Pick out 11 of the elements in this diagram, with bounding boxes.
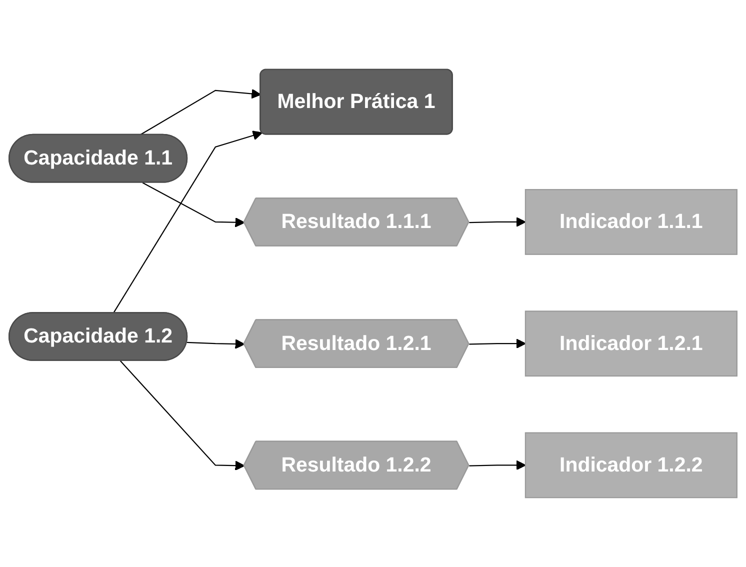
- arrow: [469, 460, 526, 470]
- arrow: [469, 338, 526, 349]
- arrow: [140, 88, 262, 136]
- arrow: [112, 130, 263, 314]
- arrow: [469, 216, 526, 227]
- node-box: Indicador 1.2.2: [524, 432, 738, 498]
- arrow: [120, 360, 245, 471]
- arrow: [142, 182, 245, 228]
- arrow: [186, 338, 245, 349]
- node-box: Indicador 1.1.1: [524, 189, 738, 255]
- node-box: Indicador 1.2.1: [524, 310, 738, 377]
